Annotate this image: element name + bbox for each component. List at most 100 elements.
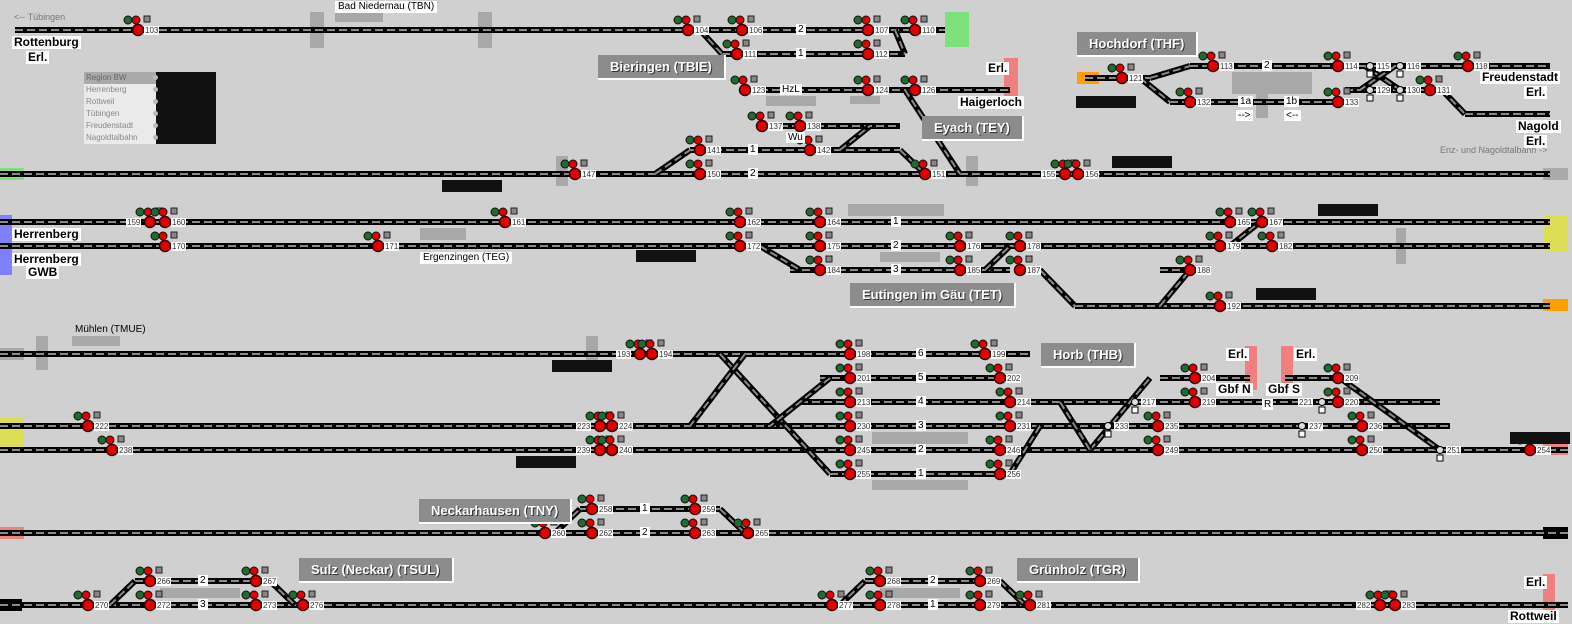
signal-button[interactable] [855,411,863,419]
switch-button[interactable] [1436,454,1444,462]
signal-icon[interactable] [605,443,619,457]
switch-button[interactable] [1366,94,1374,102]
signal-icon[interactable] [1355,419,1369,433]
signal-button[interactable] [1005,435,1013,443]
signal-icon[interactable] [1373,598,1387,612]
signal-icon[interactable] [1213,299,1227,313]
switch-point-icon[interactable] [1396,62,1404,70]
signal-button[interactable] [1225,291,1233,299]
region-row[interactable]: Herrenberg [84,84,216,96]
signal-icon[interactable] [605,419,619,433]
signal-button[interactable] [1267,207,1275,215]
signal-button[interactable] [873,39,881,47]
signal-icon[interactable] [143,574,157,588]
signal-icon[interactable] [1013,239,1027,253]
signal-icon[interactable] [1151,419,1165,433]
signal-button[interactable] [700,518,708,526]
signal-icon[interactable] [593,419,607,433]
signal-button[interactable] [383,231,391,239]
signal-button[interactable] [753,518,761,526]
signal-button[interactable] [261,566,269,574]
signal-button[interactable] [597,494,605,502]
region-item-label[interactable]: Nagoldtalbahn [84,132,156,144]
signal-icon[interactable] [861,83,875,97]
switch-point-icon[interactable] [1436,446,1444,454]
signal-button[interactable] [1343,363,1351,371]
signal-icon[interactable] [158,239,172,253]
signal-button[interactable] [1195,255,1203,263]
signal-button[interactable] [1163,411,1171,419]
signal-button[interactable] [693,15,701,23]
signal-icon[interactable] [843,347,857,361]
signal-button[interactable] [1200,387,1208,395]
signal-button[interactable] [143,15,151,23]
signal-icon[interactable] [993,467,1007,481]
signal-button[interactable] [1005,363,1013,371]
signal-icon[interactable] [681,23,695,37]
signal-icon[interactable] [693,143,707,157]
signal-icon[interactable] [1331,395,1345,409]
signal-button[interactable] [1367,411,1375,419]
signal-icon[interactable] [688,502,702,516]
signal-button[interactable] [742,39,750,47]
signal-button[interactable] [985,566,993,574]
signal-icon[interactable] [825,598,839,612]
signal-icon[interactable] [843,443,857,457]
signal-button[interactable] [510,207,518,215]
signal-icon[interactable] [843,371,857,385]
signal-icon[interactable] [371,239,385,253]
signal-icon[interactable] [973,574,987,588]
signal-icon[interactable] [735,23,749,37]
signal-button[interactable] [750,75,758,83]
signal-icon[interactable] [813,263,827,277]
signal-icon[interactable] [908,23,922,37]
region-item-label[interactable]: Rottweil [84,96,156,108]
signal-icon[interactable] [143,215,157,229]
signal-button[interactable] [855,435,863,443]
region-row[interactable]: Region BW [84,72,216,84]
switch-button[interactable] [1396,94,1404,102]
signal-icon[interactable] [733,239,747,253]
signal-button[interactable] [1225,231,1233,239]
switch-button[interactable] [1298,430,1306,438]
signal-icon[interactable] [1188,371,1202,385]
signal-icon[interactable] [1058,167,1072,181]
signal-icon[interactable] [688,526,702,540]
signal-button[interactable] [1435,75,1443,83]
signal-icon[interactable] [1013,263,1027,277]
switch-point-icon[interactable] [1318,398,1326,406]
signal-icon[interactable] [131,23,145,37]
signal-button[interactable] [767,111,775,119]
signal-button[interactable] [597,518,605,526]
signal-button[interactable] [117,435,125,443]
signal-icon[interactable] [1423,83,1437,97]
signal-icon[interactable] [803,143,817,157]
signal-button[interactable] [705,135,713,143]
signal-icon[interactable] [498,215,512,229]
region-row[interactable]: Rottweil [84,96,216,108]
signal-icon[interactable] [1206,59,1220,73]
signal-icon[interactable] [1331,95,1345,109]
region-item-label[interactable]: Herrenberg [84,84,156,96]
signal-button[interactable] [825,255,833,263]
signal-icon[interactable] [978,347,992,361]
signal-icon[interactable] [843,395,857,409]
switch-point-icon[interactable] [1131,398,1139,406]
signal-button[interactable] [965,255,973,263]
signal-button[interactable] [308,590,316,598]
signal-icon[interactable] [1003,419,1017,433]
signal-button[interactable] [825,231,833,239]
signal-button[interactable] [1015,387,1023,395]
signal-button[interactable] [1400,590,1408,598]
signal-icon[interactable] [105,443,119,457]
signal-icon[interactable] [585,526,599,540]
signal-icon[interactable] [861,47,875,61]
signal-icon[interactable] [1331,371,1345,385]
signal-icon[interactable] [81,419,95,433]
signal-button[interactable] [705,159,713,167]
signal-icon[interactable] [81,598,95,612]
region-row[interactable]: Tübingen [84,108,216,120]
signal-icon[interactable] [1115,71,1129,85]
signal-button[interactable] [1343,51,1351,59]
signal-icon[interactable] [143,598,157,612]
